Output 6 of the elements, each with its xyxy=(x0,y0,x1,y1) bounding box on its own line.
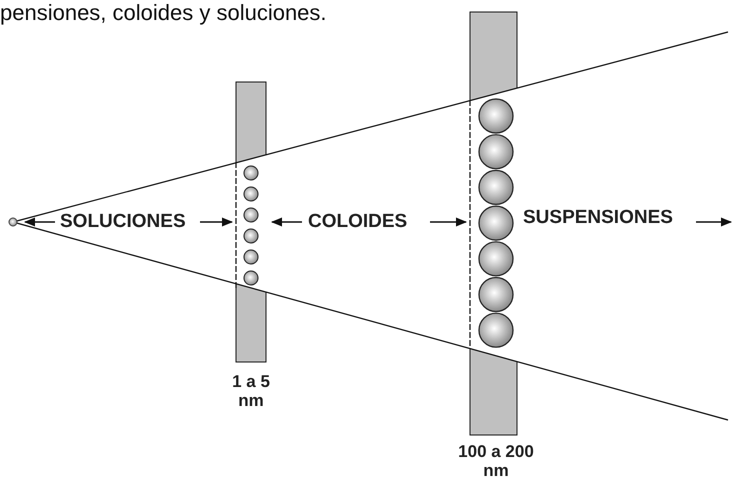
size-label: 1 a 5 nm xyxy=(231,372,271,410)
range-label: SOLUCIONES xyxy=(60,211,186,233)
range-label: SUSPENSIONES xyxy=(523,207,673,229)
heading: pensiones, coloides y soluciones. xyxy=(0,0,327,26)
size-label: 100 a 200 nm xyxy=(457,442,535,480)
range-label: COLOIDES xyxy=(308,211,408,233)
